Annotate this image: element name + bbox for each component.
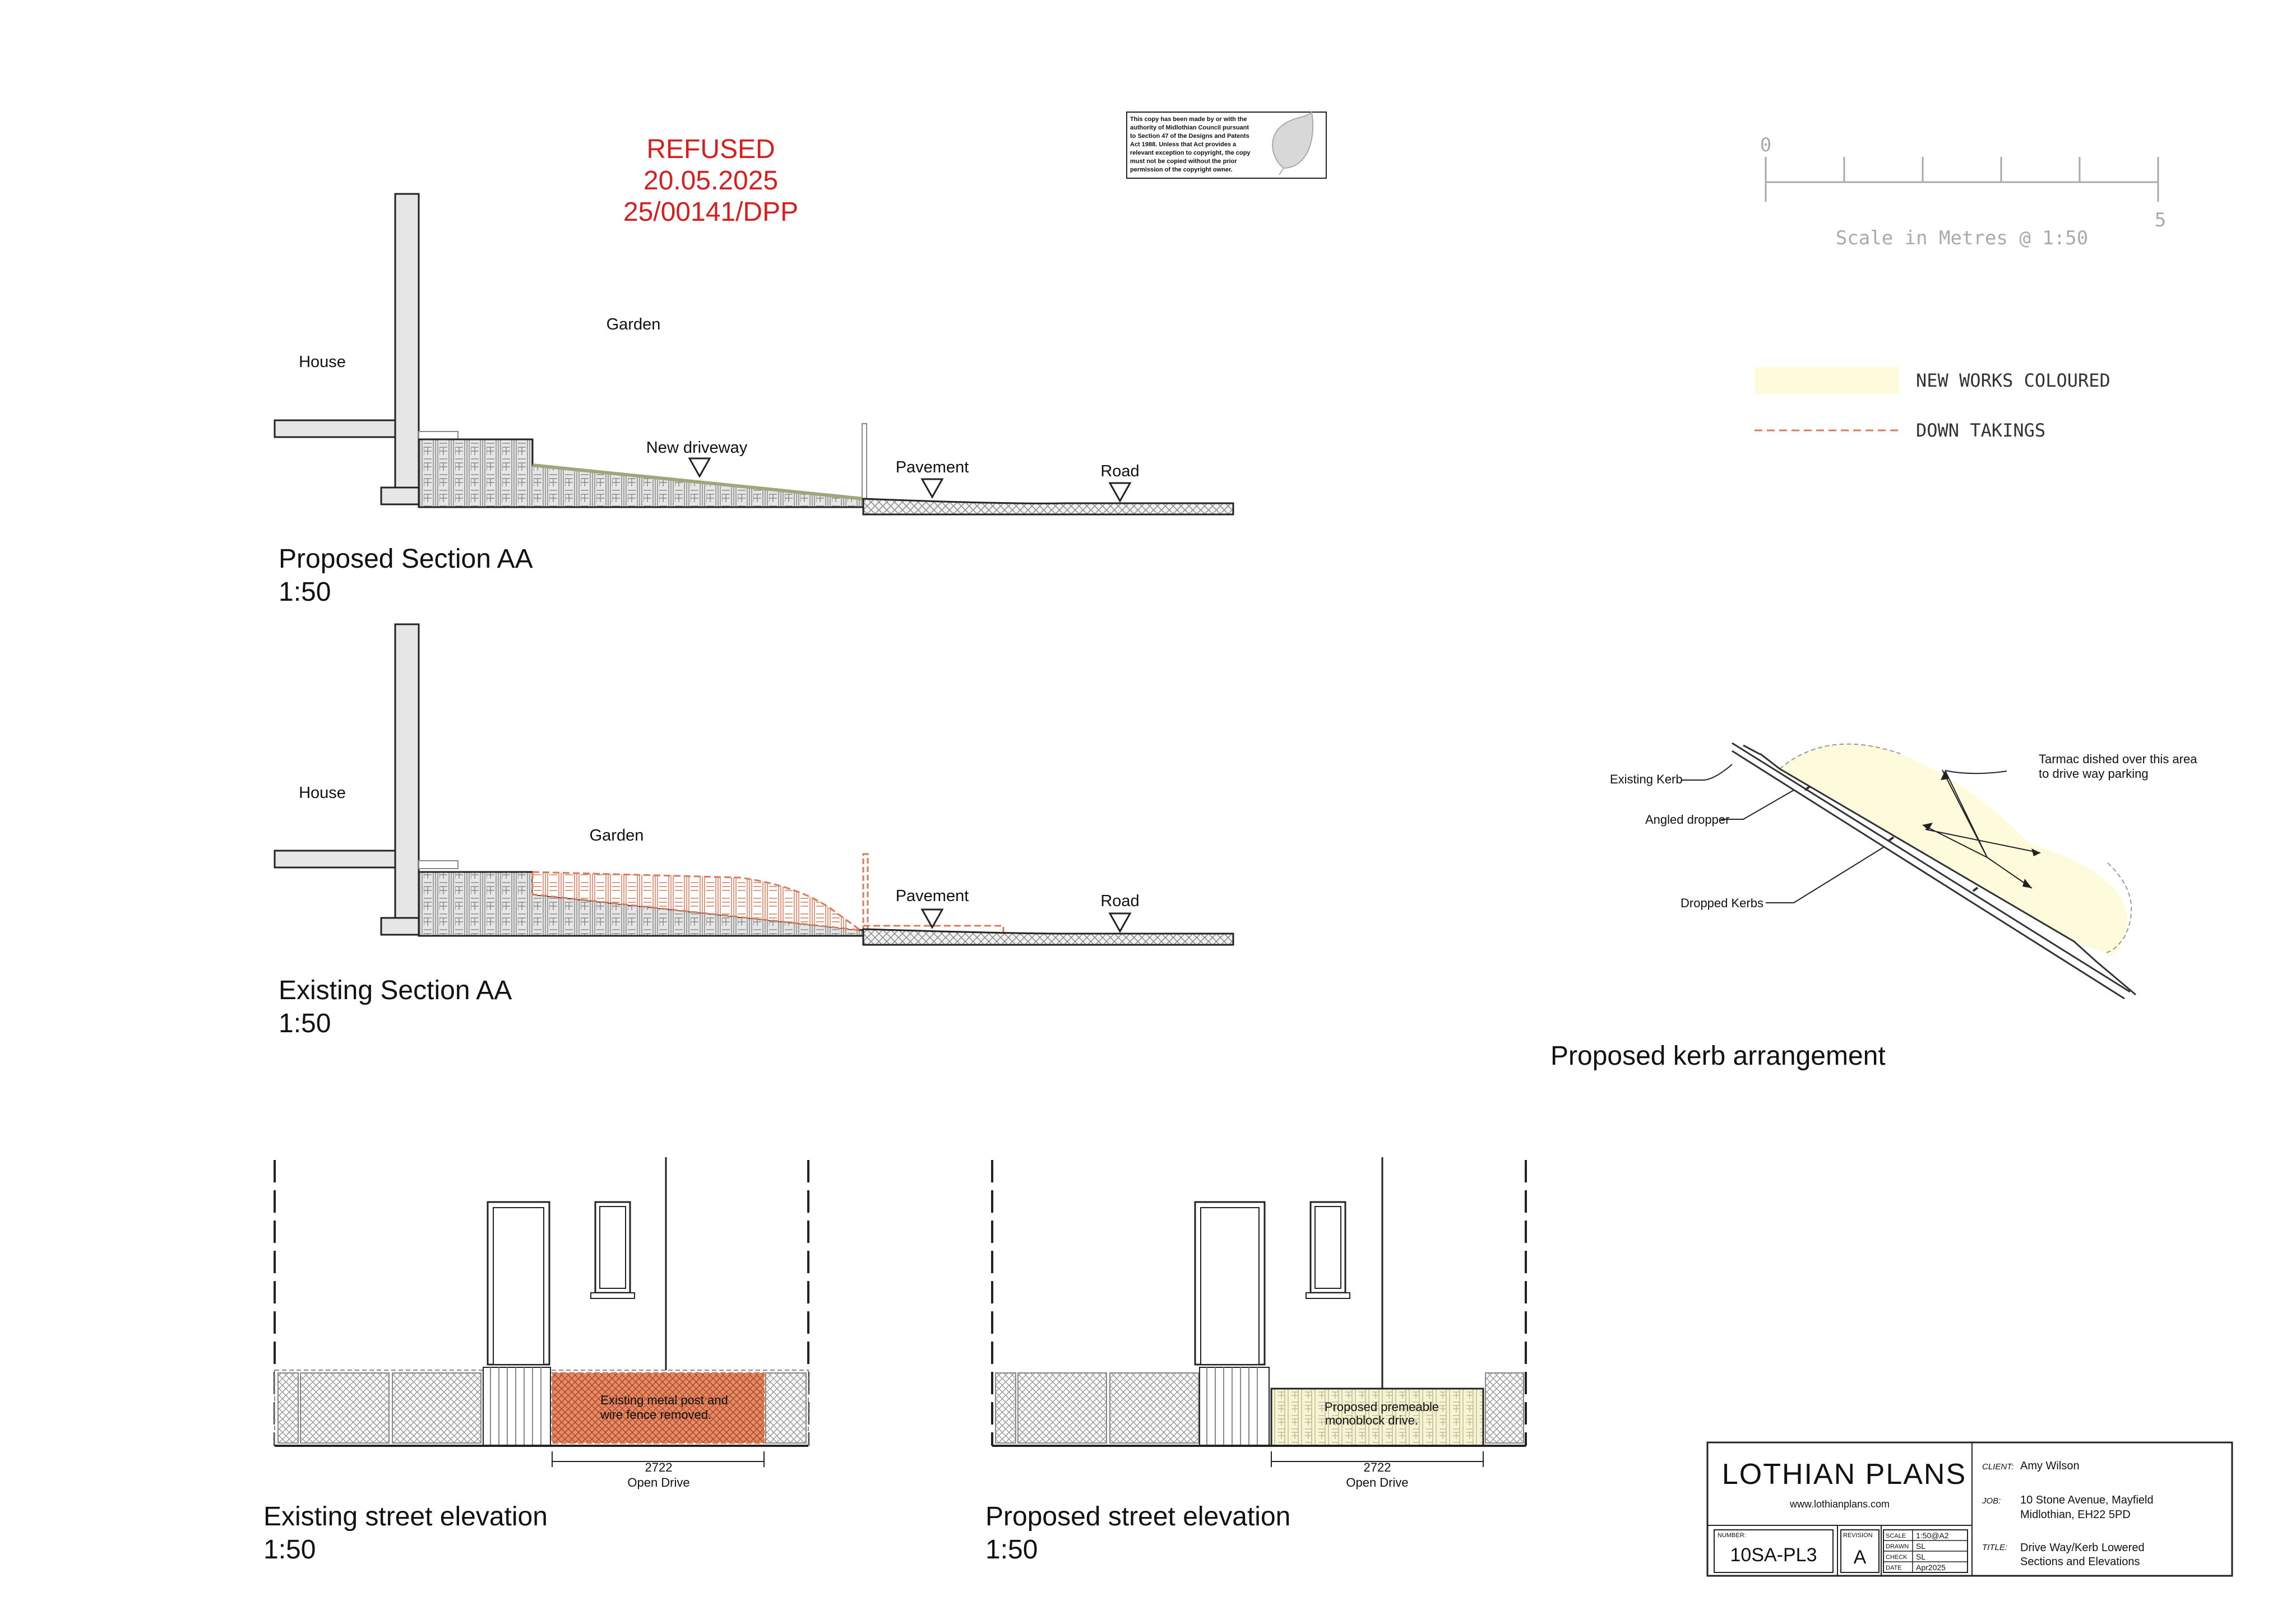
job-value: Midlothian, EH22 5PD: [2020, 1509, 2131, 1521]
section-title: Proposed Section AA: [279, 544, 533, 574]
revision-value: A: [1854, 1547, 1867, 1568]
legend-new-works: NEW WORKS COLOURED: [1916, 370, 2110, 391]
title-value: Sections and Elevations: [2020, 1556, 2140, 1568]
scale-bar: [1765, 157, 2159, 202]
date-label: DATE: [1886, 1565, 1902, 1571]
elevation-title: Proposed street elevation: [985, 1502, 1290, 1532]
proposed-kerb-arrangement: Existing Kerb Angled dropper Dropped Ker…: [1550, 742, 2197, 1071]
label-driveway: New driveway: [646, 439, 748, 457]
label-angled-dropper: Angled dropper: [1645, 813, 1729, 827]
dimension-label: Open Drive: [627, 1475, 689, 1490]
leaf-icon: [1272, 110, 1314, 175]
elevation-scale: 1:50: [985, 1535, 1038, 1565]
label-house: House: [299, 353, 346, 371]
job-value: 10 Stone Avenue, Mayfield: [2020, 1494, 2154, 1506]
check-value: SL: [1916, 1552, 1925, 1561]
label-pavement: Pavement: [896, 887, 969, 905]
existing-street-elevation: Existing metal post and wire fence remov…: [263, 1157, 809, 1565]
label-existing-kerb: Existing Kerb: [1610, 772, 1683, 786]
copyright-line: to Section 47 of the Designs and Patents: [1130, 133, 1249, 140]
label-house: House: [299, 784, 346, 802]
tarmac-note: Tarmac dished over this area: [2039, 752, 2197, 766]
copyright-line: authority of Midlothian Council pursuant: [1130, 124, 1249, 131]
title-block: LOTHIAN PLANS www.lothianplans.com CLIEN…: [1706, 1441, 2233, 1577]
copyright-line: relevant exception to copyright, the cop…: [1130, 150, 1251, 156]
stamp-status: REFUSED: [646, 134, 775, 164]
label-road: Road: [1100, 462, 1139, 480]
stamp-reference: 25/00141/DPP: [623, 197, 798, 227]
legend: NEW WORKS COLOURED DOWN TAKINGS: [1755, 367, 2110, 441]
scale-start: 0: [1760, 134, 1771, 156]
elevation-note: Existing metal post and: [600, 1393, 728, 1407]
title-label: TITLE:: [1982, 1543, 2007, 1552]
company-name: LOTHIAN PLANS: [1722, 1458, 1966, 1491]
client-label: CLIENT:: [1982, 1462, 2013, 1472]
number-label: NUMBER:: [1718, 1532, 1746, 1539]
section-scale: 1:50: [279, 577, 331, 607]
job-label: JOB:: [1982, 1496, 2001, 1506]
elevation-note: monoblock drive.: [1325, 1413, 1418, 1427]
stamp-date: 20.05.2025: [644, 166, 778, 196]
copyright-line: This copy has been made by or with the: [1130, 116, 1247, 123]
scale-end: 5: [2155, 209, 2166, 231]
elevation-scale: 1:50: [263, 1535, 316, 1565]
elevation-note: wire fence removed.: [600, 1408, 711, 1422]
legend-down-takings: DOWN TAKINGS: [1916, 420, 2045, 441]
scale-label: SCALE: [1886, 1533, 1906, 1539]
existing-section-aa: House Garden Pavement Road Existing Sect…: [274, 623, 1234, 1038]
label-pavement: Pavement: [896, 458, 969, 476]
dimension-label: Open Drive: [1346, 1475, 1408, 1490]
drawn-label: DRAWN: [1886, 1543, 1909, 1550]
dimension-value: 2722: [645, 1460, 673, 1474]
client-value: Amy Wilson: [2020, 1460, 2080, 1472]
copyright-notice: This copy has been made by or with the a…: [1126, 110, 1327, 179]
elevation-title: Existing street elevation: [263, 1502, 548, 1532]
section-scale: 1:50: [279, 1009, 331, 1038]
section-title: Existing Section AA: [279, 976, 512, 1005]
company-website: www.lothianplans.com: [1789, 1498, 1890, 1510]
elevation-note: Proposed premeable: [1325, 1400, 1439, 1414]
revision-label: REVISION: [1843, 1532, 1873, 1539]
label-garden: Garden: [607, 315, 661, 333]
proposed-street-elevation: Proposed premeable monoblock drive. 2722…: [985, 1157, 1527, 1565]
proposed-section-aa: House Garden New driveway Pavement Road …: [274, 193, 1234, 607]
dimension-value: 2722: [1364, 1460, 1391, 1474]
label-dropped-kerbs: Dropped Kerbs: [1681, 896, 1763, 910]
kerb-title: Proposed kerb arrangement: [1550, 1041, 1886, 1071]
check-label: CHECK: [1886, 1554, 1908, 1561]
label-road: Road: [1100, 892, 1139, 910]
copyright-line: Act 1988. Unless that Act provides a: [1130, 141, 1237, 148]
date-value: Apr2025: [1916, 1563, 1946, 1572]
new-works-swatch: [1755, 367, 1899, 394]
drawn-value: SL: [1916, 1542, 1925, 1551]
number-value: 10SA-PL3: [1730, 1544, 1817, 1566]
label-garden: Garden: [590, 827, 644, 845]
refused-stamp: REFUSED 20.05.2025 25/00141/DPP: [623, 134, 798, 227]
tarmac-note: to drive way parking: [2039, 767, 2149, 781]
title-value: Drive Way/Kerb Lowered: [2020, 1542, 2145, 1554]
copyright-line: must not be copied without the prior: [1130, 158, 1237, 165]
scale-caption: Scale in Metres @ 1:50: [1836, 227, 2088, 249]
copyright-line: permission of the copyright owner.: [1130, 166, 1233, 173]
scale-value: 1:50@A2: [1916, 1531, 1949, 1540]
